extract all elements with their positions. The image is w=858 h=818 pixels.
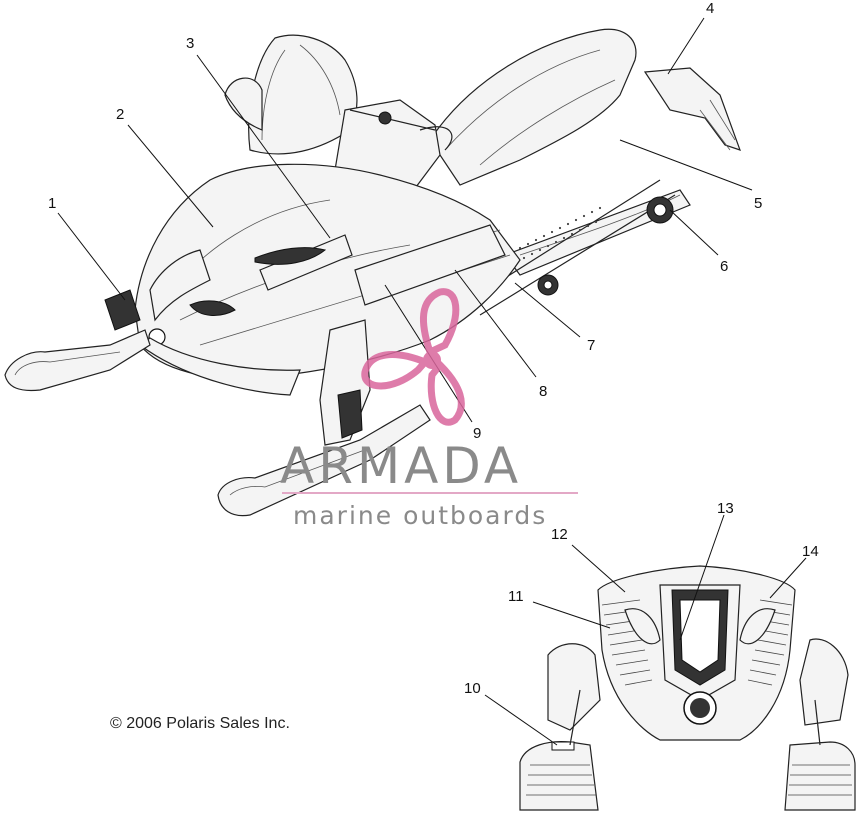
callout-1: 1	[48, 195, 56, 212]
snowmobile-side-view	[4, 28, 741, 517]
callout-labels: 1 2 3 4 5 6 7 8 9 10 11 12 13 14	[48, 0, 819, 697]
callout-12: 12	[551, 526, 568, 543]
callout-7: 7	[587, 337, 595, 354]
propeller-logo-icon	[361, 288, 465, 426]
callout-3: 3	[186, 35, 194, 52]
callout-5: 5	[754, 195, 762, 212]
callout-14: 14	[802, 543, 819, 560]
copyright-notice: © 2006 Polaris Sales Inc.	[110, 715, 290, 732]
callout-4: 4	[706, 0, 714, 17]
snowmobile-front-view	[519, 565, 856, 811]
watermark-title: ARMADA	[280, 437, 522, 495]
callout-9: 9	[473, 425, 481, 442]
callout-13: 13	[717, 500, 734, 517]
watermark-subtitle: marine outboards	[293, 501, 547, 530]
callout-8: 8	[539, 383, 547, 400]
callout-11: 11	[508, 588, 524, 605]
armada-watermark: ARMADA marine outboards	[280, 288, 578, 530]
leader-lines	[57, 17, 807, 746]
callout-2: 2	[116, 106, 124, 123]
callout-6: 6	[720, 258, 728, 275]
callout-10: 10	[464, 680, 481, 697]
